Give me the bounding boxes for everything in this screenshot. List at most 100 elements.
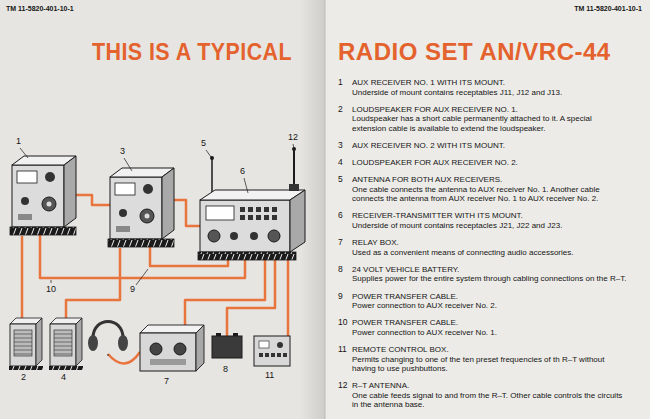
receiver-transmitter — [268, 230, 280, 242]
remote-control-box — [254, 336, 290, 366]
relay-box — [196, 325, 204, 371]
relay-box — [140, 325, 204, 333]
item-heading: AUX RECEIVER NO. 1 WITH ITS MOUNT. — [352, 78, 628, 88]
receiver-transmitter — [198, 252, 296, 260]
leader-line — [136, 269, 148, 285]
leader-line — [51, 280, 52, 283]
callout-number: 5 — [201, 138, 206, 148]
receiver-transmitter — [248, 207, 253, 212]
callout-number: 4 — [61, 372, 66, 382]
receiver-transmitter — [248, 215, 253, 220]
callout-number: 6 — [240, 166, 245, 176]
leader-line — [244, 178, 248, 193]
headset — [118, 335, 128, 351]
receiver-transmitter — [240, 207, 245, 212]
receiver-transmitter — [250, 232, 258, 240]
item-number: 6 — [338, 211, 343, 221]
loudspeaker-1 — [9, 318, 43, 370]
item-heading: ANTENNA FOR BOTH AUX RECEIVERS. — [352, 175, 628, 185]
leader-line — [293, 144, 294, 148]
receiver-transmitter — [200, 190, 305, 200]
callout-number: 2 — [21, 372, 26, 382]
receiver-transmitter — [206, 206, 234, 220]
callout-number: 7 — [164, 376, 169, 386]
item-heading: POWER TRANSFER CABLE. — [352, 318, 628, 328]
item-number: 7 — [338, 238, 343, 248]
aux-receiver-2 — [108, 168, 174, 247]
item-body: Underside of mount contains receptacles … — [352, 221, 628, 231]
relay-box — [140, 333, 196, 371]
remote-control-box — [277, 342, 283, 348]
rt-antenna — [293, 150, 295, 184]
rt-antenna — [289, 147, 299, 191]
item-heading: LOUDSPEAKER FOR AUX RECEIVER NO. 2. — [352, 158, 628, 168]
item-heading: AUX RECEIVER NO. 2 WITH ITS MOUNT. — [352, 141, 628, 151]
remote-control-box — [254, 336, 290, 366]
item-number: 10 — [338, 318, 347, 328]
callout-number: 1 — [16, 136, 21, 146]
remote-control-box — [259, 353, 263, 357]
item-body: Power connection to AUX receiver No. 2. — [352, 301, 628, 311]
receiver-transmitter — [208, 230, 220, 242]
item-body: Underside of mount contains receptables … — [352, 88, 628, 98]
item-body: Supplies power for the entire system thr… — [352, 274, 628, 284]
callout-number: 12 — [288, 132, 298, 142]
relay-box — [150, 343, 162, 355]
loudspeaker-1 — [9, 318, 43, 370]
item-heading: RELAY BOX. — [352, 238, 628, 248]
headset — [88, 322, 128, 357]
cable — [21, 236, 24, 318]
receiver-transmitter — [198, 190, 305, 260]
receiver-transmitter — [256, 207, 261, 212]
relay-box — [140, 325, 204, 371]
aux-receiver-1 — [10, 156, 76, 235]
aux-receiver-1 — [10, 156, 76, 235]
receiver-transmitter — [264, 215, 269, 220]
headset — [93, 322, 123, 339]
item-body: One cable feeds signal to and from the R… — [352, 391, 628, 410]
cable — [108, 352, 140, 364]
receiver-transmitter — [230, 232, 238, 240]
battery — [216, 333, 221, 336]
item-body: Permits changing to one of the ten prese… — [352, 355, 628, 374]
leader-line — [20, 144, 294, 285]
callout-number: 11 — [265, 370, 274, 380]
item-number: 9 — [338, 292, 343, 302]
page-ground — [325, 0, 650, 419]
item-body: Power connection to AUX receiver No. 1. — [352, 328, 628, 338]
page-ground — [0, 0, 325, 419]
item-heading: RECEIVER-TRANSMITTER WITH ITS MOUNT. — [352, 211, 628, 221]
title-text: THIS IS A TYPICAL — [92, 38, 292, 66]
title-text: RADIO SET AN/VRC-44 — [338, 38, 611, 66]
leader-line — [124, 158, 132, 171]
cable — [66, 248, 120, 318]
item-number: 12 — [338, 381, 347, 391]
leader-line — [206, 150, 211, 157]
callout-number: 8 — [223, 364, 228, 374]
rt-antenna — [289, 184, 299, 191]
remote-control-box — [283, 353, 287, 357]
item-body: One cable connects the antenna to AUX re… — [352, 185, 628, 204]
callout-number: 3 — [120, 146, 125, 156]
headset — [88, 335, 98, 351]
item-heading: LOUDSPEAKER FOR AUX RECEIVER NO. 1. — [352, 105, 628, 115]
receiver-transmitter — [264, 207, 269, 212]
battery — [212, 336, 242, 358]
callout-number: 9 — [130, 284, 135, 294]
loudspeaker-2 — [49, 318, 83, 370]
battery — [212, 333, 242, 358]
receiver-transmitter — [290, 190, 305, 252]
headset — [108, 354, 109, 356]
item-body: Used as a convenient means of connecting… — [352, 248, 628, 258]
receiver-transmitter — [200, 200, 290, 252]
cable — [185, 260, 265, 333]
item-heading: REMOTE CONTROL BOX. — [352, 345, 628, 355]
item-number: 11 — [338, 345, 347, 355]
relay-box — [150, 359, 186, 365]
battery — [233, 333, 238, 336]
cable — [287, 260, 290, 336]
page-header: TM 11-5820-401-10-1 — [6, 5, 74, 12]
remote-control-box — [265, 353, 269, 357]
